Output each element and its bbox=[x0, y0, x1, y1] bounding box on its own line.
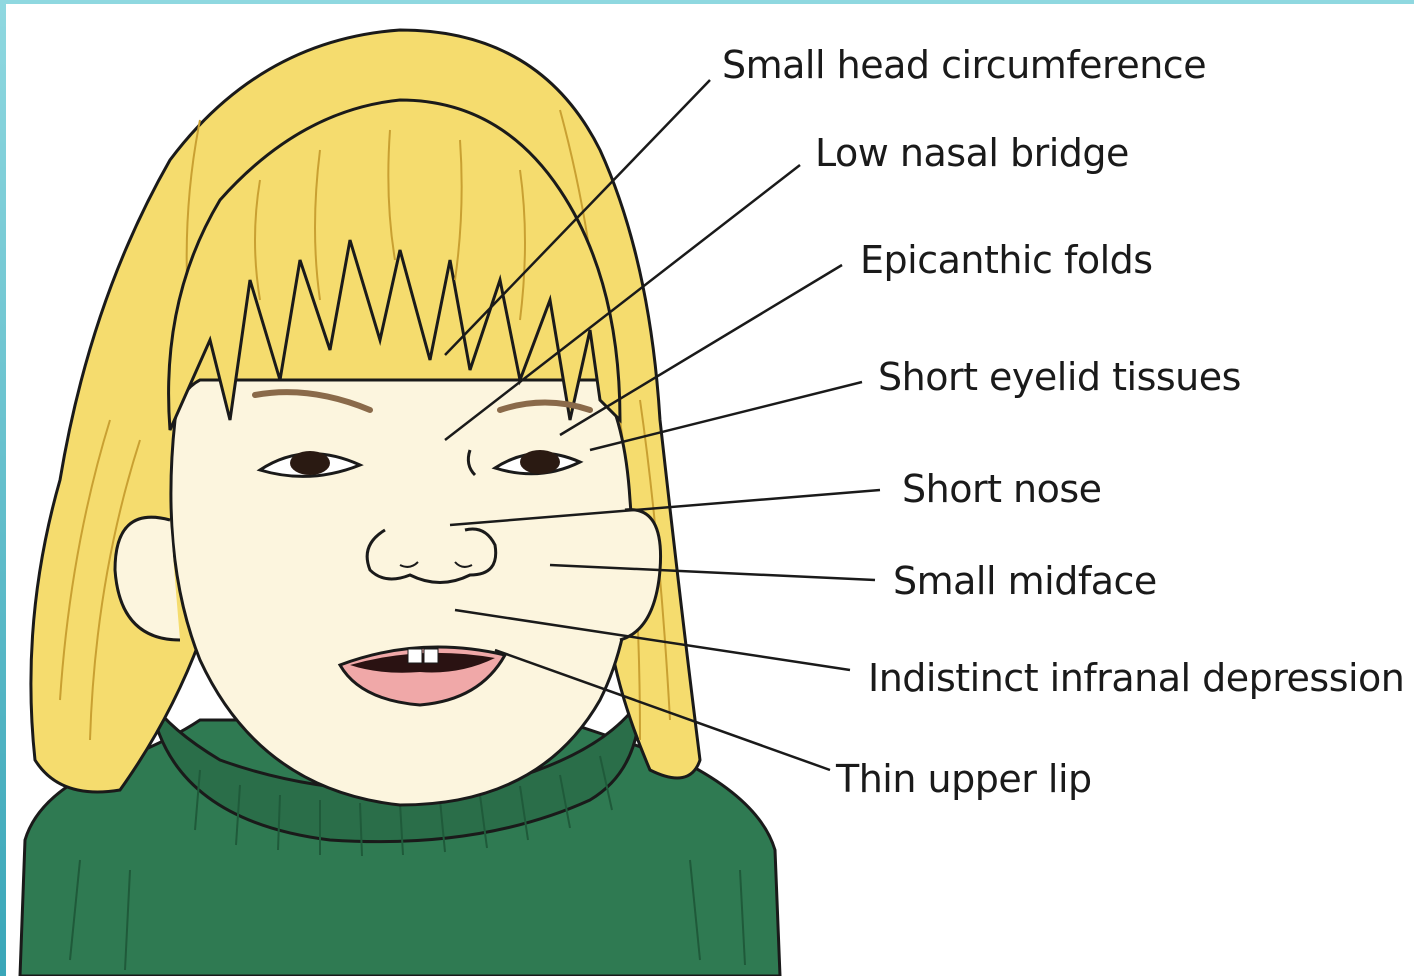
label-indistinct-infranal-depression: Indistinct infranal depression bbox=[868, 659, 1404, 697]
label-low-nasal-bridge: Low nasal bridge bbox=[815, 134, 1129, 172]
nose bbox=[367, 529, 496, 583]
label-small-head-circumference: Small head circumference bbox=[722, 46, 1206, 84]
label-thin-upper-lip: Thin upper lip bbox=[836, 760, 1092, 798]
label-small-midface: Small midface bbox=[893, 562, 1157, 600]
label-short-eyelid-tissues: Short eyelid tissues bbox=[878, 358, 1241, 396]
label-short-nose: Short nose bbox=[902, 470, 1102, 508]
label-epicanthic-folds: Epicanthic folds bbox=[860, 241, 1153, 279]
